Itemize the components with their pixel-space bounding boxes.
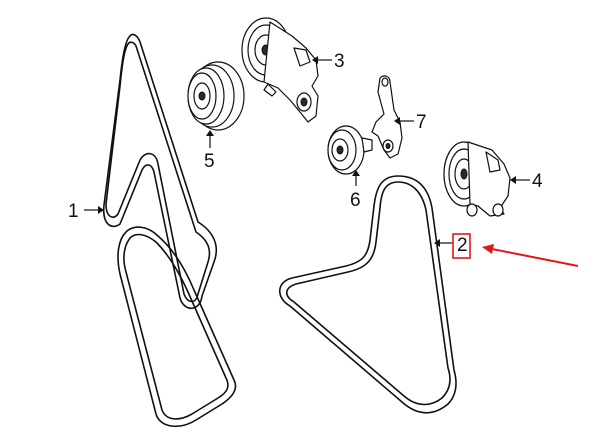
red-pointer-arrow <box>482 244 579 267</box>
leader-2 <box>434 239 452 247</box>
callout-7: 7 <box>416 112 427 133</box>
belt-long[interactable] <box>102 33 237 427</box>
tensioner-right[interactable] <box>443 141 511 217</box>
idler-pulley[interactable] <box>327 125 373 175</box>
leader-6 <box>352 170 360 186</box>
bracket[interactable] <box>371 75 403 159</box>
callout-1: 1 <box>68 201 79 222</box>
callout-6: 6 <box>350 190 361 211</box>
callout-2: 2 <box>457 235 468 256</box>
callout-4: 4 <box>532 171 543 192</box>
highlight-box <box>452 233 471 259</box>
leader-3 <box>312 56 332 64</box>
leader-7 <box>394 117 414 125</box>
callout-3: 3 <box>334 51 345 72</box>
pulley-grooved[interactable] <box>187 61 245 131</box>
callout-5: 5 <box>204 151 215 172</box>
leader-1 <box>84 206 104 214</box>
leader-4 <box>510 176 530 184</box>
belt-short[interactable] <box>278 175 457 414</box>
tensioner-upper[interactable] <box>241 17 319 123</box>
leader-5 <box>206 130 214 148</box>
